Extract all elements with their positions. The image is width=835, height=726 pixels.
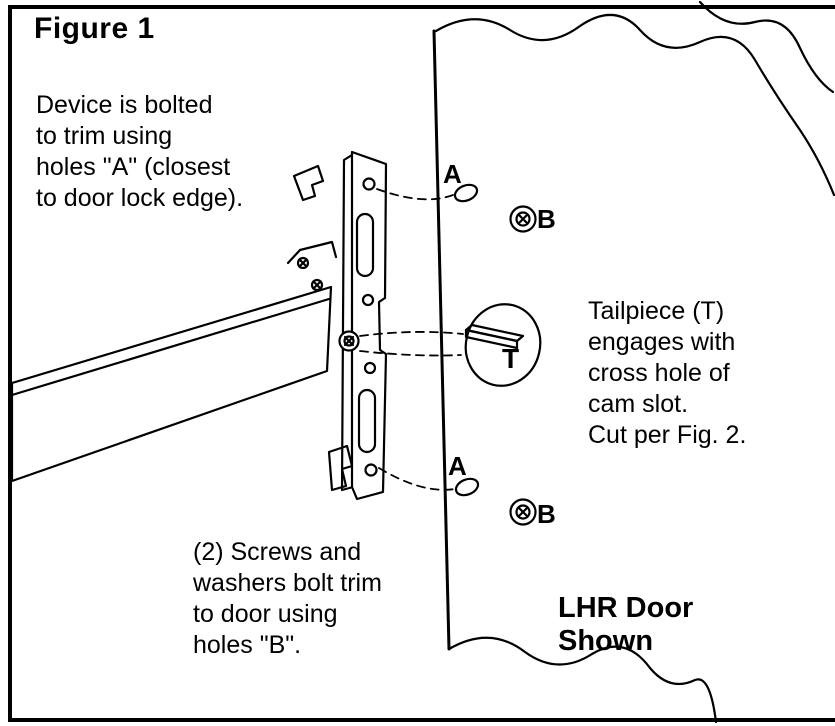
chassis-screw-2-slot2	[312, 280, 322, 290]
tailpiece-screw	[338, 330, 360, 352]
bracket-plate	[350, 150, 388, 501]
door-lock-edge	[432, 29, 451, 651]
door-break-top-outer	[698, 0, 835, 94]
screw-b-top-head	[515, 211, 531, 227]
bracket-hole-mid-lower	[363, 361, 377, 375]
door-panel	[432, 0, 835, 724]
bracket-hole-mid-upper	[361, 293, 375, 307]
leader-lines	[359, 188, 464, 491]
bracket-tab-top	[292, 164, 325, 202]
note-screws-washers: (2) Screws and washers bolt trim to door…	[193, 538, 382, 659]
label-hole-a-bottom: A	[448, 451, 467, 481]
trim-bracket	[286, 150, 388, 501]
chassis-screw-1	[296, 256, 310, 270]
push-bar	[10, 285, 333, 483]
bracket-flange	[340, 153, 355, 492]
bracket-hole-a-bottom	[364, 463, 378, 477]
tailpiece-detail	[464, 303, 542, 387]
screw-b-bottom	[509, 498, 537, 526]
screw-b-bottom-head	[515, 504, 531, 520]
chassis-screw-2	[310, 278, 324, 292]
chassis-screw-1-head	[296, 256, 310, 270]
label-hole-a-top: A	[443, 159, 462, 189]
bracket-slot-top	[355, 212, 375, 278]
chassis-screw-2-head	[310, 278, 324, 292]
push-bar-edge-line	[10, 297, 331, 397]
leader-hole-a-bottom	[378, 467, 456, 491]
label-tailpiece: T	[502, 343, 520, 374]
tailpiece-screw-head	[343, 335, 355, 347]
note-lhr-door-shown: LHR Door Shown	[558, 592, 694, 657]
note-device-bolted: Device is bolted to trim using holes "A"…	[36, 91, 244, 212]
screw-b-top	[509, 205, 537, 233]
leader-tailpiece-lower	[359, 350, 462, 357]
door-hole-a-top	[453, 183, 479, 203]
chassis-edge	[286, 240, 338, 265]
figure-title: Figure 1	[34, 12, 155, 45]
bracket-slot-bottom	[357, 388, 377, 454]
bracket-tab-bottom	[327, 444, 354, 492]
leader-hole-a-top	[376, 188, 454, 201]
chassis-screw-1-slot2	[298, 258, 308, 268]
tailpiece-screw-slot2	[343, 335, 355, 347]
door-hole-a-bottom	[454, 477, 480, 497]
push-bar-body	[10, 285, 333, 483]
label-hole-b-top: B	[537, 204, 556, 234]
leader-tailpiece-upper	[359, 331, 464, 337]
screw-b-bottom-slot2	[517, 506, 529, 518]
label-hole-b-bottom: B	[537, 499, 556, 529]
tailpiece-blade-front	[464, 328, 519, 350]
door-break-top	[434, 13, 835, 197]
note-tailpiece: Tailpiece (T) engages with cross hole of…	[588, 297, 747, 449]
door-break-bottom	[447, 636, 718, 724]
bracket-hole-a-top	[362, 177, 376, 191]
screw-b-top-slot2	[517, 213, 529, 225]
